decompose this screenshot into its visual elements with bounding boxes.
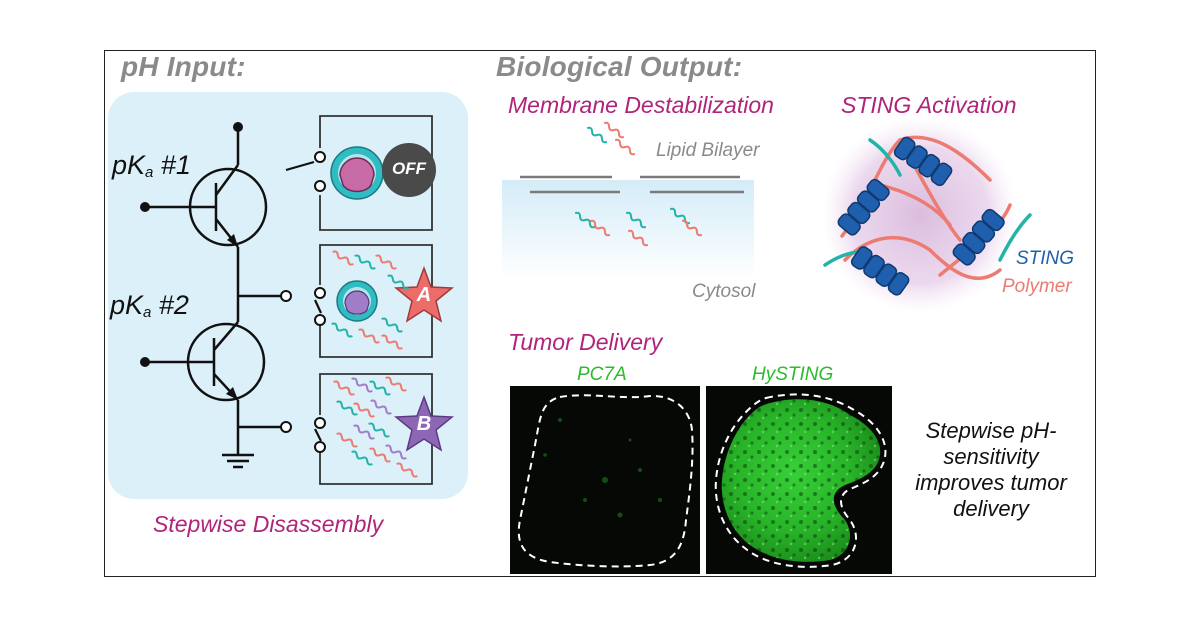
switch-contact-2b xyxy=(314,287,326,299)
nanoparticle-intact-icon xyxy=(330,146,384,200)
pka2-prefix: pK xyxy=(110,290,144,320)
off-badge xyxy=(382,143,436,197)
node-top xyxy=(233,122,243,132)
title-sting-activation: STING Activation xyxy=(841,92,1017,118)
pka1-sub: a xyxy=(145,164,154,181)
sting-complex-icon xyxy=(822,117,1032,313)
star-b-label: B xyxy=(416,413,432,435)
label-sting: STING xyxy=(1016,248,1075,269)
membrane-strands xyxy=(574,121,703,247)
polymer-strands-b xyxy=(333,376,418,478)
star-b-icon xyxy=(394,394,454,452)
switch-contact-1a xyxy=(314,151,326,163)
cytosol-region xyxy=(502,180,754,280)
switch-contact-1b xyxy=(314,180,326,192)
switch-lever-1 xyxy=(285,160,315,172)
hysting-speckle xyxy=(721,399,881,562)
pka1-label: pKa #1 xyxy=(112,150,191,181)
label-pc7a: PC7A xyxy=(577,364,627,385)
pka2-label: pKa #2 xyxy=(110,290,189,321)
switch-contact-3c xyxy=(314,441,326,453)
heading-ph-input: pH Input: xyxy=(121,51,246,82)
pka1-suffix: #1 xyxy=(153,150,191,180)
switch-contact-3b xyxy=(314,417,326,429)
heading-biological-output: Biological Output: xyxy=(496,51,743,82)
title-tumor-delivery: Tumor Delivery xyxy=(508,329,663,355)
label-hysting: HySTING xyxy=(752,364,834,385)
label-cytosol: Cytosol xyxy=(692,281,756,302)
label-lipid-bilayer: Lipid Bilayer xyxy=(656,140,760,161)
title-membrane-destabilization: Membrane Destabilization xyxy=(508,92,774,118)
transistor-2 xyxy=(148,294,281,469)
switch-contact-2a xyxy=(280,290,292,302)
base-node-1 xyxy=(140,202,150,212)
caption-stepwise-disassembly: Stepwise Disassembly xyxy=(153,511,384,537)
pka1-prefix: pK xyxy=(112,150,146,180)
conclusion-text: Stepwise pH-sensitivity improves tumor d… xyxy=(915,418,1067,521)
switch-contact-3a xyxy=(280,421,292,433)
hysting-tumor-outline xyxy=(714,393,887,568)
off-label: OFF xyxy=(392,159,426,178)
label-polymer: Polymer xyxy=(1002,276,1072,297)
switch-contact-2c xyxy=(314,314,326,326)
pka2-suffix: #2 xyxy=(151,290,189,320)
emitter-arrow-1 xyxy=(227,234,238,247)
switch-lever-2 xyxy=(314,299,322,314)
nanoparticle-partial-icon xyxy=(336,280,378,322)
polymer-strands-a xyxy=(331,250,409,350)
switch-lever-3 xyxy=(314,428,322,442)
emitter-arrow-2 xyxy=(226,387,238,400)
pc7a-faint-signal xyxy=(543,418,662,518)
base-node-2 xyxy=(140,357,150,367)
pka2-sub: a xyxy=(143,304,152,321)
pc7a-tumor-outline xyxy=(517,394,694,568)
lipid-bilayer xyxy=(520,175,744,194)
star-a-label: A xyxy=(416,284,432,306)
